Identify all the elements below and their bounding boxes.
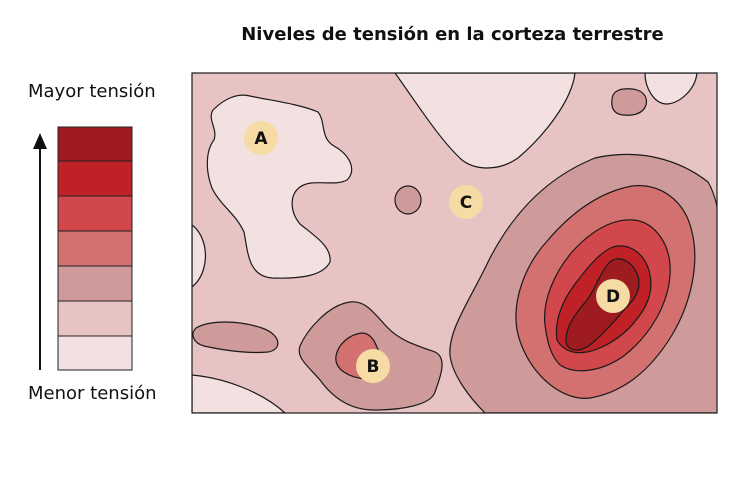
legend-low-label: Menor tensión bbox=[28, 383, 157, 404]
legend-swatch-2 bbox=[57, 160, 133, 197]
legend-swatch-7 bbox=[57, 335, 133, 371]
legend-swatch-1 bbox=[57, 126, 133, 162]
marker-d: D bbox=[596, 279, 630, 313]
low-stress-region-left bbox=[192, 224, 207, 288]
low-stress-region-top bbox=[394, 73, 576, 169]
marker-a-circle bbox=[244, 121, 278, 155]
marker-c-circle bbox=[449, 185, 483, 219]
legend-swatch-3 bbox=[57, 195, 133, 232]
marker-d-circle bbox=[596, 279, 630, 313]
marker-b-label: B bbox=[367, 357, 380, 377]
diagram-title: Niveles de tensión en la corteza terrest… bbox=[241, 24, 664, 45]
stress-spot-small-top-right bbox=[611, 88, 648, 116]
legend-arrow bbox=[33, 133, 47, 370]
stress-map bbox=[191, 72, 718, 414]
marker-a: A bbox=[244, 121, 278, 155]
marker-d-label: D bbox=[606, 287, 620, 307]
marker-a-label: A bbox=[254, 129, 268, 149]
legend-color-scale bbox=[57, 126, 133, 371]
stress-spot-left bbox=[192, 321, 279, 354]
low-stress-region-top-right bbox=[644, 73, 698, 105]
marker-c: C bbox=[449, 185, 483, 219]
map-frame bbox=[191, 72, 718, 414]
marker-c-label: C bbox=[460, 193, 472, 213]
legend-swatch-4 bbox=[57, 230, 133, 267]
legend-swatch-6 bbox=[57, 300, 133, 337]
legend-swatch-5 bbox=[57, 265, 133, 302]
stress-spot-small-c bbox=[394, 185, 422, 215]
marker-b-circle bbox=[356, 349, 390, 383]
low-stress-region-a bbox=[206, 94, 353, 279]
marker-b: B bbox=[356, 349, 390, 383]
legend-high-label: Mayor tensión bbox=[28, 81, 156, 102]
